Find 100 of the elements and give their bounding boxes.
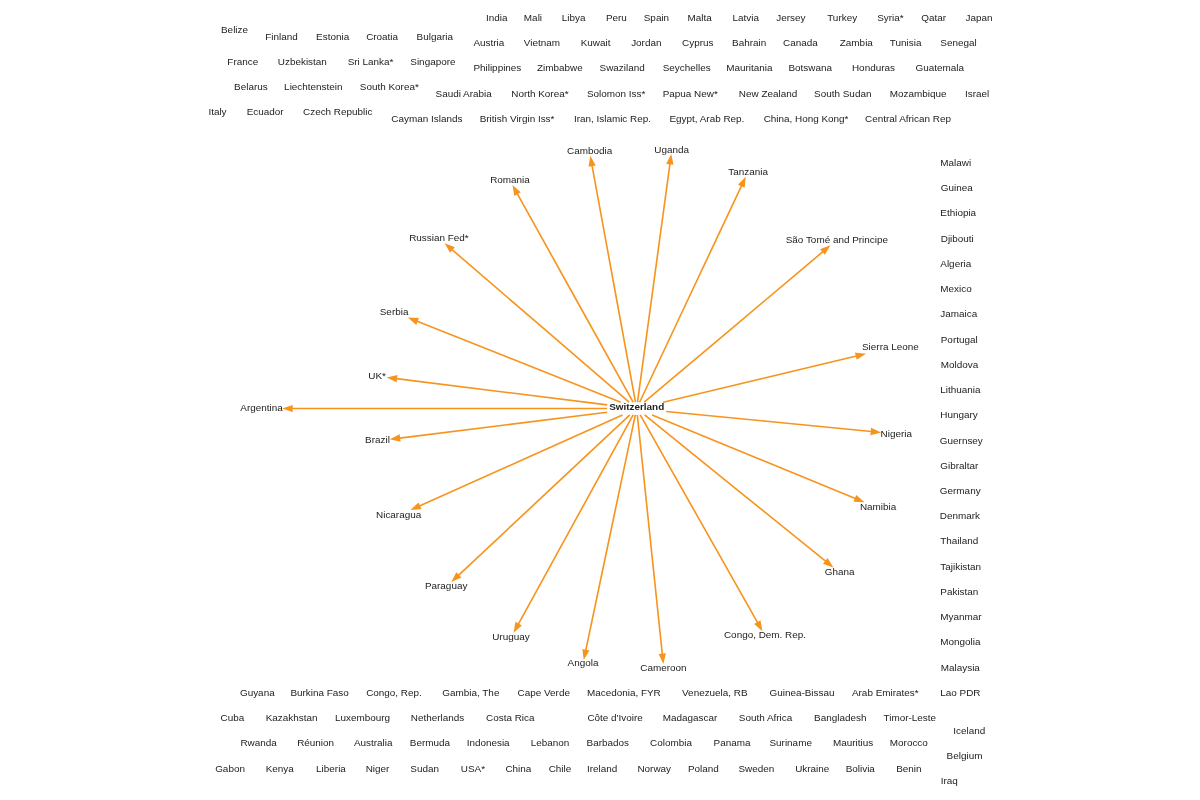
arrow <box>444 243 630 403</box>
node-text: Bermuda <box>409 737 450 749</box>
node-text: Venezuela, RB <box>681 686 748 698</box>
node-text: Madagascar <box>662 712 717 724</box>
node-text: Cape Verde <box>517 686 570 698</box>
node-text: Honduras <box>851 62 895 74</box>
node-text: Barbados <box>586 737 629 749</box>
node-text: Iraq <box>940 775 958 787</box>
arrow <box>511 184 634 404</box>
node-text: Egypt, Arab Rep. <box>668 112 744 124</box>
node-text: Iran, Islamic Rep. <box>573 112 651 124</box>
node-text: Malta <box>686 11 712 23</box>
node-text: Mauritania <box>725 62 773 74</box>
node-text: Ethiopia <box>939 207 976 219</box>
node-text: Peru <box>605 11 627 23</box>
node-text: Sierra Leone <box>861 341 919 353</box>
node-text: Kuwait <box>580 37 610 49</box>
node-text: Côte d'Ivoire <box>586 712 643 724</box>
node-text: Zimbabwe <box>536 62 583 74</box>
node-text: Argentina <box>239 402 283 414</box>
node-text: Liberia <box>315 762 346 774</box>
node-text: Tanzania <box>727 166 768 178</box>
node-text: Sweden <box>737 762 774 774</box>
node-text: France <box>226 55 258 67</box>
node-text: British Virgin Iss* <box>479 112 554 124</box>
arrow <box>636 154 673 403</box>
node-text: Belize <box>220 24 248 36</box>
node-text: Netherlands <box>410 712 464 724</box>
arrow <box>407 317 622 404</box>
node-text: Kazakhstan <box>265 712 317 724</box>
node-text: Poland <box>687 762 719 774</box>
node-text: Guyana <box>239 686 275 698</box>
node-text: Uruguay <box>491 630 530 642</box>
node-text: Panama <box>713 737 751 749</box>
node-text: Cambodia <box>566 145 612 157</box>
node-text: Mauritius <box>832 737 873 749</box>
node-text: Sudan <box>409 762 439 774</box>
node-text: Ecuador <box>246 106 284 118</box>
arrow <box>386 375 608 406</box>
node-text: Belarus <box>233 81 268 93</box>
node-text: Réunion <box>296 737 334 749</box>
node-text: Australia <box>353 737 393 749</box>
node-text: Botswana <box>787 62 832 74</box>
node-text: Luxembourg <box>334 712 390 724</box>
arrow <box>661 352 866 404</box>
node-text: Chile <box>548 762 571 774</box>
node-text: Croatia <box>365 30 398 42</box>
node-text: Romania <box>489 173 530 185</box>
node-text: Italy <box>207 106 227 118</box>
node-text: Syria* <box>876 11 904 23</box>
node-text: Colombia <box>649 737 692 749</box>
node-text: North Korea* <box>510 87 569 99</box>
node-text: Guatemala <box>915 62 964 74</box>
node-text: Qatar <box>920 11 946 23</box>
node-text: Russian Fed* <box>408 231 469 243</box>
node-text: Guinea-Bissau <box>769 686 834 698</box>
node-text: Denmark <box>939 510 980 522</box>
arrow <box>650 414 865 503</box>
node-text: Moldova <box>940 358 978 370</box>
node-text: Macedonia, FYR <box>586 686 661 698</box>
node-text: Philippines <box>472 62 521 74</box>
node-text: Lebanon <box>530 737 569 749</box>
node-text: Mali <box>523 11 542 23</box>
node-text: Uzbekistan <box>277 55 327 67</box>
node-text: Jersey <box>775 11 805 23</box>
arrow <box>581 414 636 660</box>
node-text: South Korea* <box>359 81 419 93</box>
node-text: Serbia <box>379 305 408 317</box>
node-text: Bangladesh <box>813 712 866 724</box>
node-text: Namibia <box>859 501 896 513</box>
node-text: Djibouti <box>940 232 974 244</box>
node-text: South Sudan <box>813 87 871 99</box>
node-text: USA* <box>460 762 485 774</box>
node-text: Norway <box>636 762 671 774</box>
arrow <box>450 414 631 583</box>
node-text: Cameroon <box>639 661 687 673</box>
node-text: Central African Rep <box>864 112 951 124</box>
arrow <box>281 404 608 413</box>
node-text: Mexico <box>939 283 972 295</box>
node-text: Indonesia <box>466 737 510 749</box>
node-text: Austria <box>472 37 504 49</box>
node-text: Latvia <box>732 11 759 23</box>
node-text: Malawi <box>939 156 971 168</box>
node-text: Malaysia <box>940 661 980 673</box>
node-text: Tajikistan <box>939 560 981 572</box>
node-text: Mozambique <box>889 87 947 99</box>
node-text: Estonia <box>315 30 349 42</box>
node-text: Paraguay <box>424 580 467 592</box>
node-text: China <box>504 762 531 774</box>
node-text: Brazil <box>364 434 390 446</box>
arrow <box>588 155 636 404</box>
node-text: Cayman Islands <box>390 112 462 124</box>
node-text: Israel <box>964 87 989 99</box>
node-text: Thailand <box>939 535 978 547</box>
node-text: Canada <box>782 37 818 49</box>
node-text: Nigeria <box>880 427 912 439</box>
arrow <box>638 176 746 404</box>
arrow <box>643 414 833 568</box>
node-text: Turkey <box>826 11 857 23</box>
node-text: Ireland <box>586 762 617 774</box>
